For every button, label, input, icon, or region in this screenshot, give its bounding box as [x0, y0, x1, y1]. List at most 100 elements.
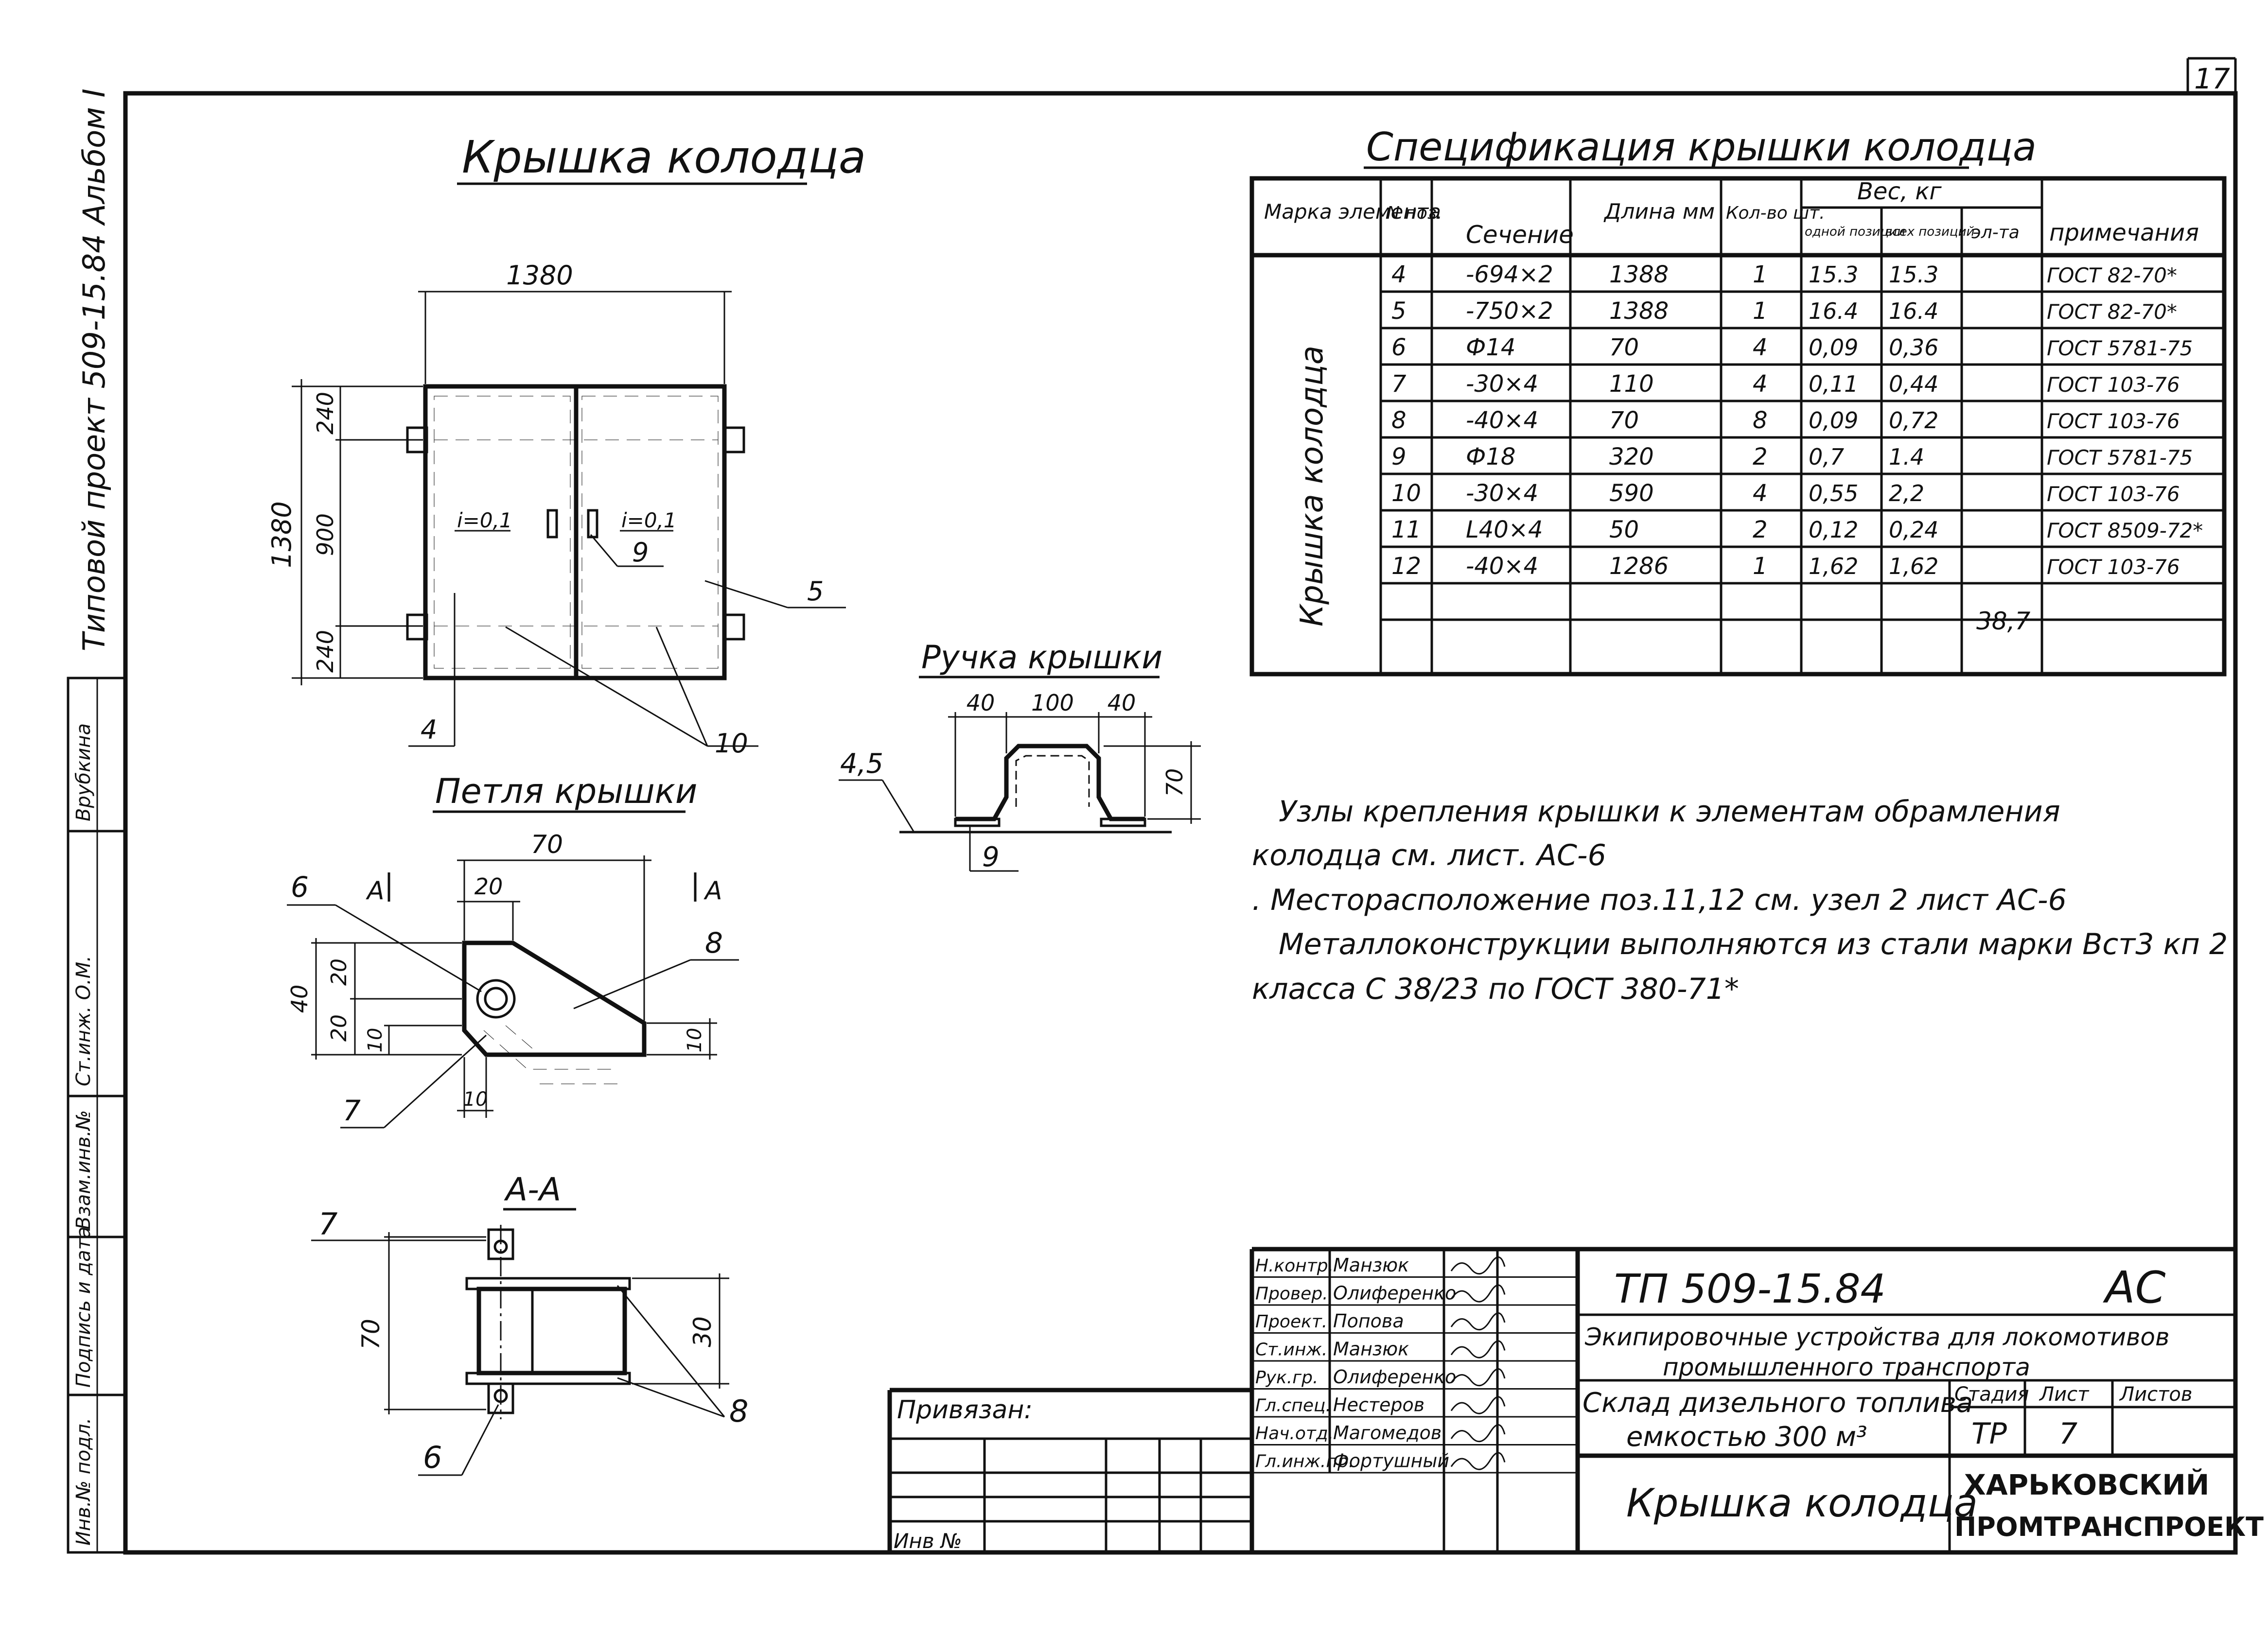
- staff-role: Проект.: [1255, 1312, 1327, 1332]
- spec-h-weight-el: эл-та: [1971, 223, 2020, 243]
- side-cell-1: Ст.инж. О.М.: [72, 956, 95, 1086]
- staff-role: Н.контр.: [1255, 1256, 1334, 1276]
- hinge-dim-40: 40: [286, 985, 313, 1013]
- hinge-view: Петля крышки 70 20 40 20 20 10 10: [286, 771, 739, 1129]
- spec-table: Спецификация крышки колодца Марка элемен…: [1249, 124, 2227, 677]
- handle-dim-40-right: 40: [1108, 690, 1136, 716]
- staff-name: Магомедов: [1333, 1422, 1442, 1444]
- cover-view: Крышка колодца 1380 1380 240 900 240: [266, 131, 866, 759]
- spec-cell-length: 1286: [1609, 553, 1669, 580]
- handle-dim-100: 100: [1031, 690, 1074, 716]
- spec-title: Спецификация крышки колодца: [1366, 124, 2037, 170]
- spec-cell-pos: 7: [1391, 370, 1407, 398]
- spec-cell-note: ГОСТ 5781-75: [2047, 446, 2193, 470]
- staff-name: Нестеров: [1333, 1394, 1424, 1416]
- note-line-1: Узлы крепления крышки к элементам обрамл…: [1279, 795, 2060, 829]
- project-label: Типовой проект 509-15.84 Альбом I: [76, 88, 112, 651]
- spec-h-notes: примечания: [2049, 219, 2199, 246]
- spec-cell-wall: 2,2: [1889, 480, 1924, 506]
- hinge-dim-bottom: 10: [463, 1088, 488, 1111]
- signature-scribble: [1450, 1340, 1506, 1358]
- handle-callout-9: 9: [982, 841, 1000, 873]
- cover-dim-inner: 900: [312, 513, 338, 556]
- spec-cell-note: ГОСТ 82-70*: [2047, 263, 2177, 287]
- spec-cell-qty: 1: [1753, 261, 1768, 288]
- side-cell-3: Взам.инв.№: [72, 1110, 95, 1230]
- signature-scribble: [1450, 1452, 1506, 1470]
- handle-view: Ручка крышки 40 100 40 70 4,5 9: [839, 639, 1201, 873]
- spec-cell-section: Ф14: [1466, 334, 1515, 361]
- spec-cell-section: -30×4: [1466, 480, 1538, 507]
- spec-element-total: 38,7: [1976, 607, 2031, 635]
- spec-cell-note: ГОСТ 103-76: [2047, 555, 2180, 579]
- hinge-dim-offset: 20: [475, 873, 503, 900]
- spec-cell-qty: 4: [1753, 370, 1768, 398]
- spec-cell-w1: 1,62: [1809, 553, 1858, 579]
- spec-cell-w1: 0,7: [1809, 444, 1844, 470]
- section-aa-view: А-А 70 30 7 8 6: [311, 1171, 748, 1476]
- sheet-number: 17: [2194, 62, 2230, 95]
- spec-cell-qty: 8: [1753, 407, 1768, 434]
- signature-scribble: [1450, 1284, 1506, 1303]
- staff-role: Провер.: [1255, 1284, 1328, 1304]
- hinge-dim-10a: 10: [364, 1028, 387, 1053]
- spec-cell-pos: 6: [1391, 334, 1407, 361]
- spec-cell-w1: 0,09: [1809, 334, 1858, 361]
- staff-role: Гл.спец.: [1255, 1396, 1331, 1416]
- spec-cell-qty: 2: [1753, 516, 1768, 543]
- staff-name: Манзюк: [1333, 1339, 1409, 1360]
- spec-cell-section: -30×4: [1466, 370, 1538, 398]
- spec-cell-wall: 0,72: [1889, 407, 1938, 434]
- staff-name: Манзюк: [1333, 1254, 1409, 1276]
- spec-h-pos: N поз.: [1387, 203, 1442, 223]
- spec-element-name: Крышка колодца: [1294, 346, 1330, 627]
- section-callout-7: 7: [318, 1206, 337, 1242]
- section-callout-8: 8: [729, 1393, 748, 1429]
- cover-callout-9: 9: [632, 537, 649, 568]
- object-line-1: Склад дизельного топлива: [1582, 1387, 1973, 1419]
- handle-callout-45: 4,5: [840, 748, 883, 780]
- spec-cell-section: -40×4: [1466, 407, 1538, 434]
- spec-h-weight-all: всех позиций: [1885, 225, 1974, 239]
- spec-cell-section: -694×2: [1466, 261, 1553, 288]
- hinge-callout-6: 6: [291, 870, 309, 904]
- hinge-dim-20b: 20: [327, 1014, 352, 1042]
- staff-role: Нач.отд.: [1255, 1424, 1334, 1444]
- spec-cell-length: 50: [1609, 516, 1639, 543]
- section-dim-inner: 30: [688, 1316, 717, 1347]
- spec-cell-section: L40×4: [1466, 516, 1543, 543]
- side-strip: Типовой проект 509-15.84 Альбом I Ст.инж…: [67, 88, 127, 1554]
- hinge-mark-a-right: A: [703, 876, 722, 905]
- hinge-callout-7: 7: [343, 1094, 361, 1127]
- spec-h-length: Длина мм: [1603, 199, 1715, 224]
- spec-cell-w1: 15.3: [1809, 261, 1858, 288]
- spec-cell-pos: 9: [1391, 443, 1407, 470]
- spec-h-qty: Кол-во шт.: [1726, 203, 1825, 223]
- section-title: А-А: [504, 1171, 561, 1208]
- note-line-3: . Месторасположение поз.11,12 см. узел 2…: [1252, 883, 2067, 917]
- spec-cell-wall: 0,24: [1889, 517, 1938, 543]
- signature-scribble: [1450, 1424, 1506, 1443]
- spec-cell-qty: 1: [1753, 297, 1768, 325]
- stage-label: Стадия: [1954, 1383, 2029, 1406]
- staff-name: Попова: [1333, 1310, 1404, 1332]
- spec-cell-wall: 16.4: [1889, 298, 1938, 324]
- handle-dim-40-left: 40: [967, 690, 995, 716]
- cover-dim-width: 1380: [506, 260, 573, 291]
- cover-slope-right: i=0,1: [621, 508, 677, 532]
- privyazan-label: Привязан:: [897, 1395, 1033, 1425]
- spec-h-mark: Марка элемента: [1264, 200, 1441, 224]
- spec-cell-pos: 10: [1391, 480, 1421, 507]
- spec-cell-length: 1388: [1609, 297, 1669, 325]
- side-cell-4: Подпись и дата: [72, 1227, 95, 1388]
- spec-cell-qty: 4: [1753, 334, 1768, 361]
- spec-cell-length: 590: [1609, 480, 1654, 507]
- doc-mark: АС: [2103, 1262, 2166, 1313]
- stage-value: ТР: [1971, 1417, 2007, 1451]
- spec-cell-w1: 16.4: [1809, 298, 1858, 324]
- object-line-2: емкостью 300 м³: [1626, 1421, 1867, 1453]
- spec-cell-wall: 15.3: [1889, 261, 1938, 288]
- note-line-5: класса С 38/23 по ГОСТ 380-71*: [1252, 972, 1739, 1006]
